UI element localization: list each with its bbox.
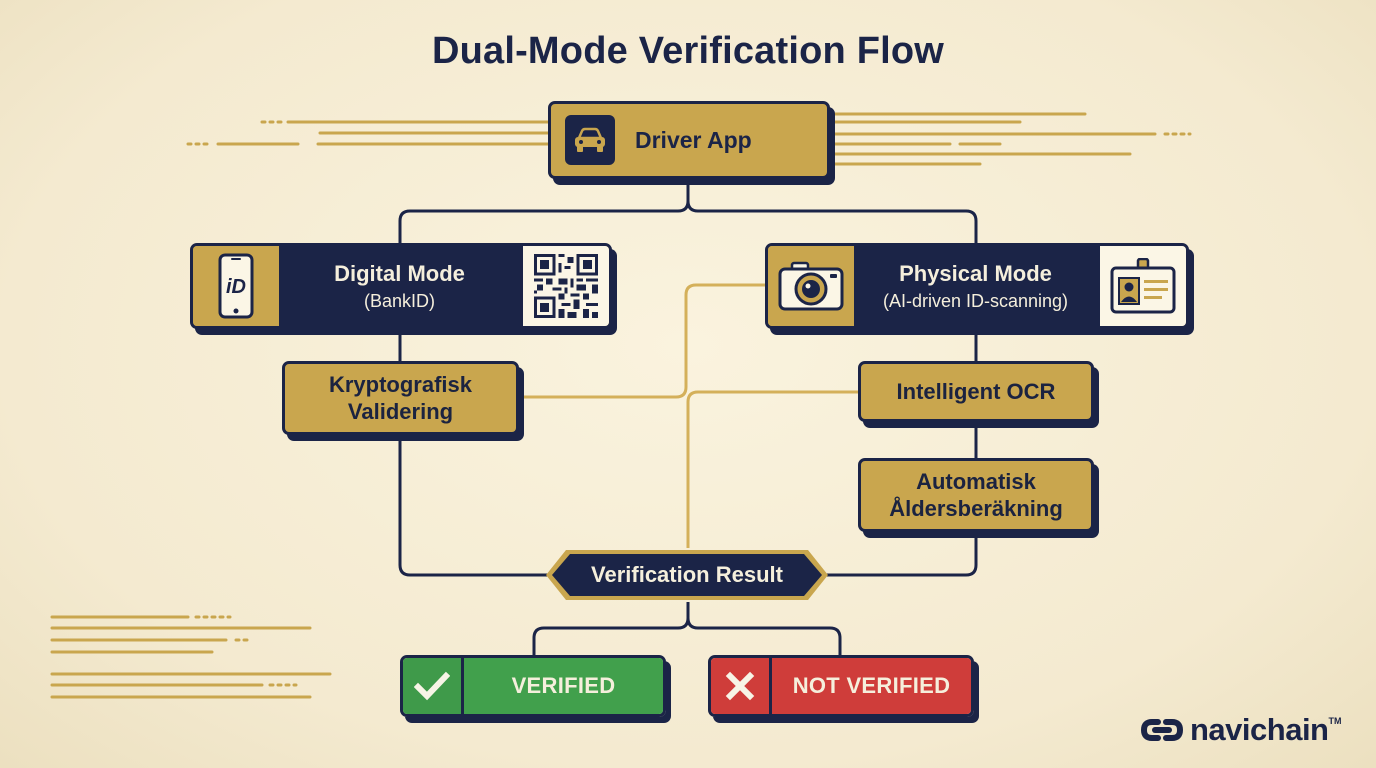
driver-app-node: Driver App xyxy=(548,101,830,179)
brand-name: navichain xyxy=(1190,712,1329,747)
not-verified-result: NOT VERIFIED xyxy=(708,655,974,717)
kryptografisk-validering-node: Kryptografisk Validering xyxy=(282,361,519,435)
verification-result-node: Verification Result xyxy=(544,548,830,602)
brand-logo: navichain TM xyxy=(1138,712,1342,748)
verified-result: VERIFIED xyxy=(400,655,666,717)
physical-mode-title: Physical Mode xyxy=(899,260,1052,286)
not-verified-label: NOT VERIFIED xyxy=(772,658,971,714)
digital-mode-subtitle: (BankID) xyxy=(363,290,435,311)
digital-mode-title: Digital Mode xyxy=(334,260,465,286)
svg-text:iD: iD xyxy=(226,276,246,298)
chain-link-icon xyxy=(1140,719,1184,741)
verification-result-label: Verification Result xyxy=(591,562,783,587)
automatisk-aldersberakning-node: Automatisk Åldersberäkning xyxy=(858,458,1094,532)
camera-icon xyxy=(768,246,854,326)
qr-code-icon xyxy=(520,246,609,326)
physical-mode-node: Physical Mode (AI-driven ID-scanning) xyxy=(765,243,1189,329)
decorative-speed-lines xyxy=(50,112,1192,699)
digital-mode-node: iD Digital Mode (BankID) xyxy=(190,243,612,329)
automatisk-line-1: Automatisk xyxy=(916,469,1036,494)
checkmark-icon xyxy=(403,658,464,714)
physical-mode-subtitle: (AI-driven ID-scanning) xyxy=(882,290,1069,311)
verified-label: VERIFIED xyxy=(464,658,663,714)
id-badge-icon xyxy=(1097,246,1186,326)
phone-id-icon: iD xyxy=(193,246,279,326)
trademark-symbol: TM xyxy=(1328,716,1342,726)
automatisk-line-2: Åldersberäkning xyxy=(889,496,1063,521)
kryptografisk-line-2: Validering xyxy=(347,399,454,424)
verification-result-hexagon xyxy=(546,550,828,600)
driver-app-label: Driver App xyxy=(635,126,752,153)
intelligent-ocr-label: Intelligent OCR xyxy=(896,379,1056,404)
kryptografisk-line-1: Kryptografisk xyxy=(328,372,473,397)
cross-icon xyxy=(711,658,772,714)
car-icon xyxy=(565,115,615,165)
intelligent-ocr-node: Intelligent OCR xyxy=(858,361,1094,422)
page-title: Dual-Mode Verification Flow xyxy=(431,30,945,72)
